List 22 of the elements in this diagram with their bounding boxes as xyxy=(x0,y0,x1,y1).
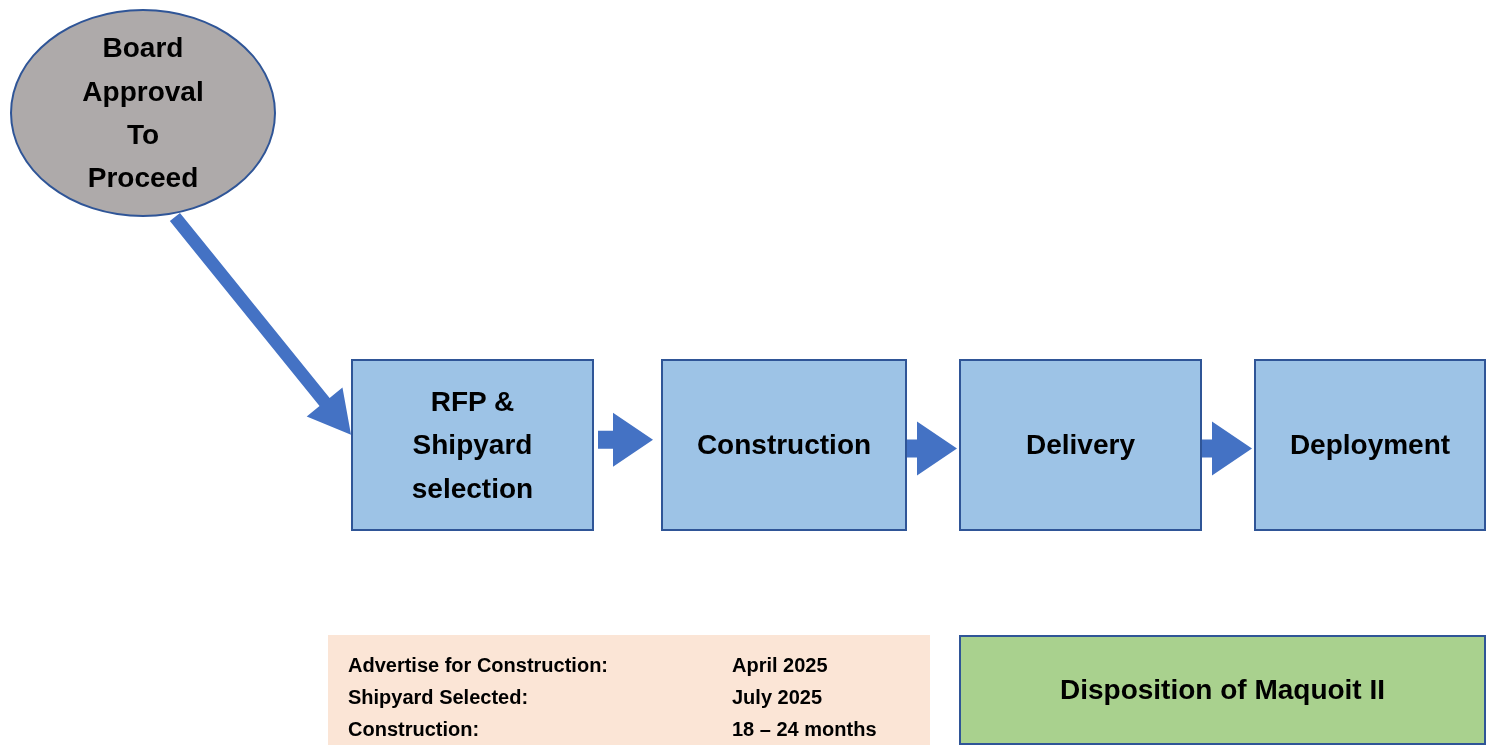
arrow xyxy=(905,421,957,476)
process-box xyxy=(661,359,907,531)
schedule-date: July 2025 xyxy=(732,685,824,710)
note-box xyxy=(959,635,1486,745)
process-box xyxy=(351,359,594,531)
schedule-item: Advertise for Construction: xyxy=(348,653,610,678)
step-label: RFP & Shipyard selection xyxy=(410,384,535,506)
arrow xyxy=(169,212,351,435)
arrow xyxy=(1200,421,1252,476)
process-box xyxy=(1254,359,1486,531)
arrow xyxy=(598,412,653,467)
schedule-date: April 2025 xyxy=(732,653,829,678)
step-label: Disposition of Maquoit II xyxy=(1059,673,1386,708)
schedule-item: Shipyard Selected: xyxy=(348,685,530,710)
schedule-panel xyxy=(328,635,930,745)
step-label: Deployment xyxy=(1289,428,1451,463)
schedule-item: Construction: xyxy=(348,717,481,742)
schedule-date: 18 – 24 months xyxy=(732,717,878,742)
step-label: Construction xyxy=(696,428,872,463)
milestone-label: Board Approval To Proceed xyxy=(81,31,205,196)
process-box xyxy=(959,359,1202,531)
step-label: Delivery xyxy=(1026,428,1135,463)
